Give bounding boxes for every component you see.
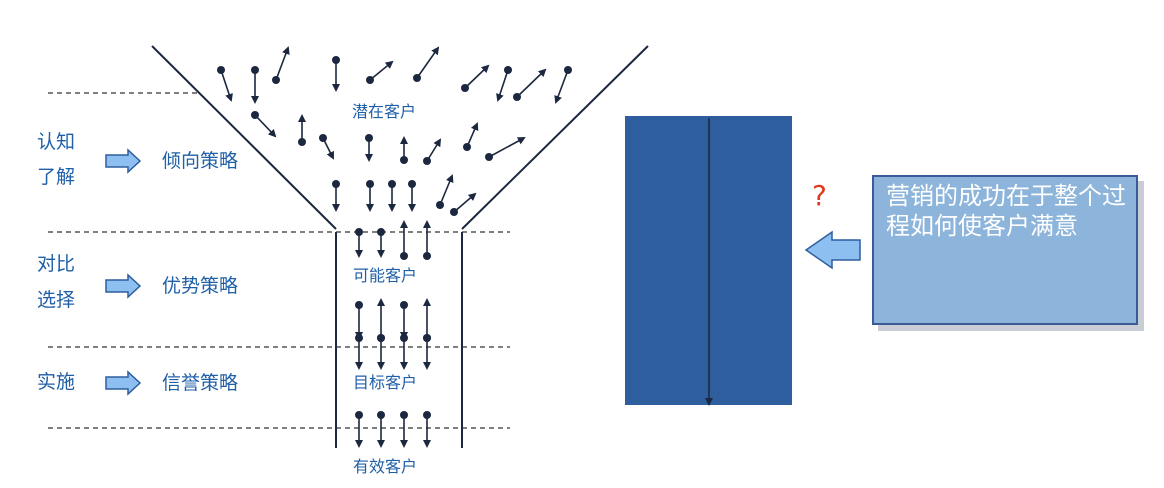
strategy-label: 倾向策略 <box>162 150 239 172</box>
particle-dot <box>377 411 385 419</box>
particle-dot <box>461 84 469 92</box>
particle-dot <box>388 180 396 188</box>
particle-arrow <box>453 192 477 213</box>
particle-arrow <box>554 69 569 104</box>
particle-dot <box>366 180 374 188</box>
strategy-label: 优势策略 <box>162 275 239 297</box>
particle-dot <box>504 66 512 74</box>
particle-dot <box>408 180 416 188</box>
particle-dot <box>423 411 431 419</box>
particle-dot <box>413 74 421 82</box>
funnel-label: 可能客户 <box>353 266 418 285</box>
funnel-right-edge <box>461 45 649 230</box>
funnel-label: 潜在客户 <box>352 102 417 121</box>
particle-dot <box>423 252 431 260</box>
particle-dot <box>423 334 431 342</box>
particle-dot <box>400 301 408 309</box>
particle-dot <box>355 334 363 342</box>
particle-dot <box>423 157 431 165</box>
stage-label-line1: 对比 <box>37 253 76 275</box>
note-box: 营销的成功在于整个过程如何使客户满意 <box>872 175 1138 325</box>
particle-dot <box>436 201 444 209</box>
question-mark: ? <box>812 179 827 212</box>
customer-particles <box>217 46 572 448</box>
particle-arrow <box>426 138 442 162</box>
particle-dot <box>400 334 408 342</box>
funnel-label: 有效客户 <box>353 457 418 476</box>
particle-dot <box>298 138 306 146</box>
particle-arrow <box>516 68 547 98</box>
particle-dot <box>332 180 340 188</box>
note-text: 营销的成功在于整个过程如何使客户满意 <box>886 182 1126 240</box>
particle-dot <box>377 228 385 236</box>
stage-label-line1: 认知 <box>37 131 76 153</box>
particle-arrow <box>488 137 526 158</box>
particle-arrow <box>439 174 454 206</box>
funnel-left-edge <box>151 45 337 230</box>
particle-dot <box>485 153 493 161</box>
particle-dot <box>400 156 408 164</box>
funnel-label: 目标客户 <box>353 373 418 392</box>
right-block-arrow <box>105 370 142 396</box>
particle-dot <box>564 66 572 74</box>
particle-arrow <box>220 69 233 102</box>
particle-dot <box>251 111 259 119</box>
particle-arrow <box>254 114 277 138</box>
particle-dot <box>332 56 340 64</box>
left-block-arrow <box>804 230 861 270</box>
particle-arrow <box>369 60 394 81</box>
particle-dot <box>400 252 408 260</box>
particle-dot <box>450 208 458 216</box>
stage-label-line2: 了解 <box>37 166 76 188</box>
particle-dot <box>513 93 521 101</box>
particle-dot <box>400 411 408 419</box>
particle-dot <box>355 228 363 236</box>
right-block-arrow <box>105 273 142 299</box>
strategy-label: 信誉策略 <box>162 372 239 394</box>
stage-label-line1: 实施 <box>37 371 76 393</box>
particle-arrow <box>496 69 509 102</box>
particle-arrow <box>416 46 440 79</box>
stage-label-line2: 选择 <box>37 289 76 311</box>
particle-dot <box>365 134 373 142</box>
particle-dot <box>319 134 327 142</box>
particle-dot <box>463 143 471 151</box>
particle-arrow <box>464 64 490 89</box>
particle-dot <box>355 411 363 419</box>
particle-dot <box>217 66 225 74</box>
particle-dot <box>251 66 259 74</box>
particle-arrow <box>275 46 290 81</box>
particle-dot <box>366 76 374 84</box>
particle-dot <box>355 301 363 309</box>
particle-dot <box>377 334 385 342</box>
particle-arrow <box>466 122 479 148</box>
right-block-arrow <box>105 148 142 174</box>
particle-dot <box>272 76 280 84</box>
